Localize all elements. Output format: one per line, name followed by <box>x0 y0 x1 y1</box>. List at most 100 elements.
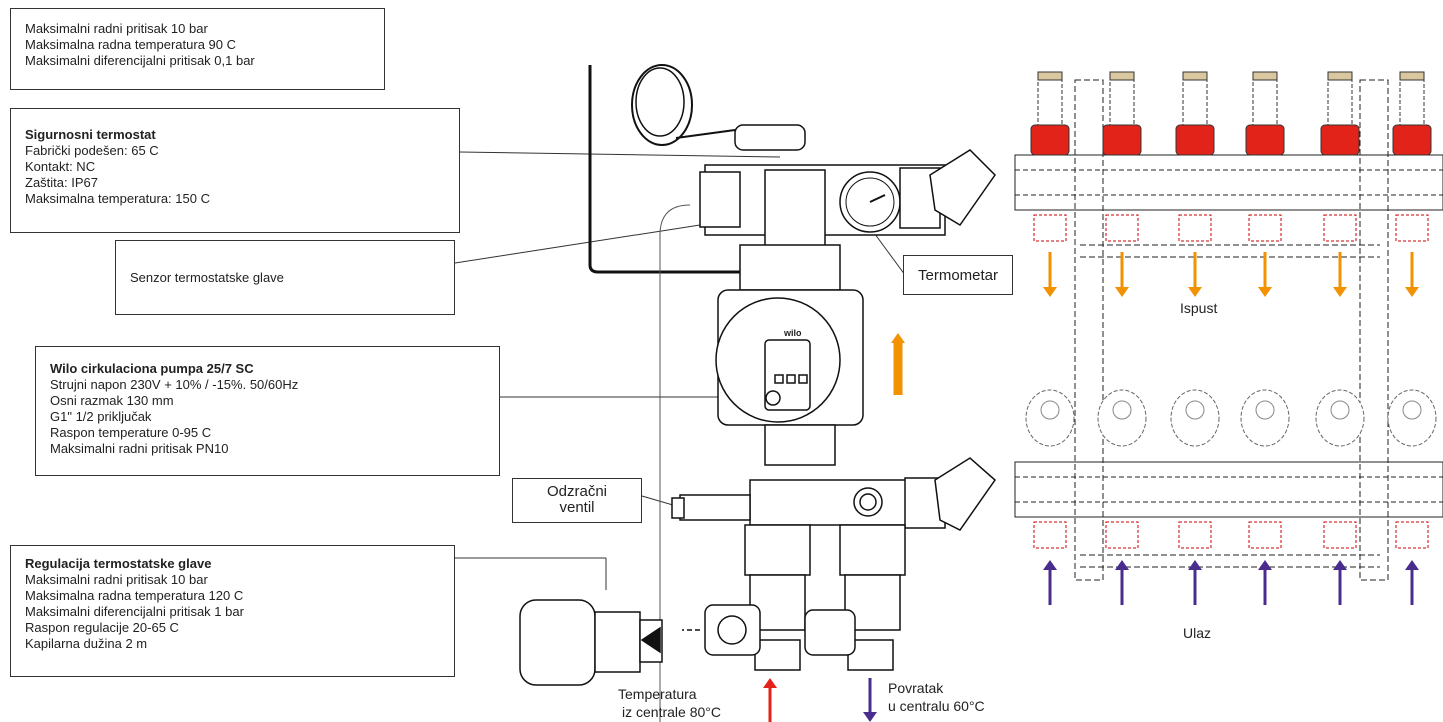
vent-label-line1: Odzračni <box>546 483 608 500</box>
inlet-valve-knob-4 <box>1255 400 1275 420</box>
regulation-line-5: Kapilarna dužina 2 m <box>25 636 148 651</box>
capillary-tube <box>588 64 740 274</box>
thermostat-title: Sigurnosni termostat <box>25 127 156 142</box>
inlet-valve-knob-6 <box>1402 400 1422 420</box>
outlet-valve-thread-1 <box>1037 71 1063 81</box>
pump-title: Wilo cirkulaciona pumpa 25/7 SC <box>50 361 254 376</box>
outlet-arrow-3-head <box>1188 287 1202 297</box>
return-arrow-head <box>863 712 877 722</box>
inlet-fitting-3 <box>1178 521 1212 549</box>
thermostat-line-3: Zaštita: IP67 <box>25 175 98 190</box>
thermostat-line-4: Maksimalna temperatura: 150 C <box>25 191 210 206</box>
thermostat-box: Sigurnosni termostat Fabrički podešen: 6… <box>10 108 460 233</box>
return-label-line2: u centralu 60°C <box>888 698 985 714</box>
thermometer-label-text: Termometar <box>917 267 999 284</box>
leader-sensor <box>454 224 701 264</box>
inlet-fitting-4 <box>1248 521 1282 549</box>
inlet-label: Ulaz <box>1183 625 1212 641</box>
thermostat-line-2: Kontakt: NC <box>25 159 96 174</box>
spec-line-3: Maksimalni diferencijalni pritisak 0,1 b… <box>25 53 255 68</box>
inlet-arrow-4-head <box>1258 560 1272 570</box>
regulation-line-2: Maksimalna radna temperatura 120 C <box>25 588 244 603</box>
outlet-arrow-1-head <box>1043 287 1057 297</box>
pump-line-2: Osni razmak 130 mm <box>50 393 174 408</box>
spec-box: Maksimalni radni pritisak 10 bar Maksima… <box>10 8 385 90</box>
outlet-valve-thread-3 <box>1182 71 1208 81</box>
outlet-fitting-2 <box>1105 214 1139 242</box>
outlet-valve-cap-2 <box>1102 124 1142 156</box>
outlet-valve-cap-6 <box>1392 124 1432 156</box>
inlet-fitting-1 <box>1033 521 1067 549</box>
inlet-fitting-5 <box>1323 521 1357 549</box>
outlet-valve-thread-4 <box>1252 71 1278 81</box>
vent-label-line2: ventil <box>559 499 595 516</box>
inlet-arrow-5-head <box>1333 560 1347 570</box>
outlet-valve-cap-4 <box>1245 124 1285 156</box>
outlet-label: Ispust <box>1180 300 1218 316</box>
inlet-valve-knob-3 <box>1185 400 1205 420</box>
inlet-fitting-6 <box>1395 521 1429 549</box>
sensor-line <box>659 204 691 722</box>
outlet-valve-cap-1 <box>1030 124 1070 156</box>
regulation-title: Regulacija termostatske glave <box>25 556 212 571</box>
regulation-box: Regulacija termostatske glave Maksimalni… <box>10 545 455 677</box>
regulation-line-1: Maksimalni radni pritisak 10 bar <box>25 572 208 587</box>
regulation-line-3: Maksimalni diferencijalni pritisak 1 bar <box>25 604 244 619</box>
thermometer-label: Termometar <box>903 255 1013 295</box>
sensor-text: Senzor termostatske glave <box>130 269 284 285</box>
regulation-line-4: Raspon regulacije 20-65 C <box>25 620 179 635</box>
pump-brand: wilo <box>784 328 802 338</box>
inlet-arrow-6-head <box>1405 560 1419 570</box>
outlet-valve-stem-5 <box>1327 71 1353 128</box>
spec-line-2: Maksimalna radna temperatura 90 C <box>25 37 236 52</box>
pump-line-4: Raspon temperature 0-95 C <box>50 425 212 440</box>
outlet-valve-stem-3 <box>1182 71 1208 128</box>
return-label-line1: Povratak <box>888 680 944 696</box>
inlet-arrow-3-head <box>1188 560 1202 570</box>
supply-label-line2: iz centrale 80°C <box>622 704 721 720</box>
leader-thermostat <box>459 151 781 158</box>
outlet-fitting-4 <box>1248 214 1282 242</box>
leader-thermometer <box>871 229 906 276</box>
outlet-arrow-4-head <box>1258 287 1272 297</box>
leader-lines <box>454 151 906 590</box>
outlet-arrow-5-head <box>1333 287 1347 297</box>
inlet-fitting-2 <box>1105 521 1139 549</box>
outlet-arrow-6-head <box>1405 287 1419 297</box>
outlet-arrow-2-head <box>1115 287 1129 297</box>
manifold <box>1014 79 1443 581</box>
inlet-arrow-2-head <box>1115 560 1129 570</box>
vent-label: Odzračni ventil <box>512 478 642 523</box>
inlet-valve-head-1 <box>1025 389 1075 447</box>
outlet-fitting-3 <box>1178 214 1212 242</box>
pump-box: Wilo cirkulaciona pumpa 25/7 SC Strujni … <box>35 346 500 476</box>
supply-label-line1: Temperatura <box>618 686 697 702</box>
outlet-valve-cap-3 <box>1175 124 1215 156</box>
outlet-valve-stem-4 <box>1252 71 1278 128</box>
pump-line-3: G1" 1/2 priključak <box>50 409 152 424</box>
inlet-valve-head-6 <box>1387 389 1437 447</box>
manifold-valves <box>763 71 1437 722</box>
pump-line-5: Maksimalni radni pritisak PN10 <box>50 441 229 456</box>
pump-group <box>519 124 996 686</box>
outlet-valve-cap-5 <box>1320 124 1360 156</box>
thermostat-line-1: Fabrički podešen: 65 C <box>25 143 159 158</box>
inlet-arrow-1-head <box>1043 560 1057 570</box>
flow-arrow-head <box>891 333 905 343</box>
pump-line-1: Strujni napon 230V + 10% / -15%. 50/60Hz <box>50 377 299 392</box>
inlet-valve-knob-2 <box>1112 400 1132 420</box>
outlet-valve-stem-2 <box>1109 71 1135 128</box>
inlet-valve-knob-5 <box>1330 400 1350 420</box>
outlet-valve-thread-2 <box>1109 71 1135 81</box>
supply-arrow-head <box>763 678 777 688</box>
outlet-fitting-1 <box>1033 214 1067 242</box>
sensor-box: Senzor termostatske glave <box>115 240 455 315</box>
spec-line-1: Maksimalni radni pritisak 10 bar <box>25 21 208 36</box>
inlet-valve-knob-1 <box>1040 400 1060 420</box>
inlet-valve-head-4 <box>1240 389 1290 447</box>
inlet-valve-head-5 <box>1315 389 1365 447</box>
outlet-fitting-5 <box>1323 214 1357 242</box>
outlet-valve-thread-6 <box>1399 71 1425 81</box>
